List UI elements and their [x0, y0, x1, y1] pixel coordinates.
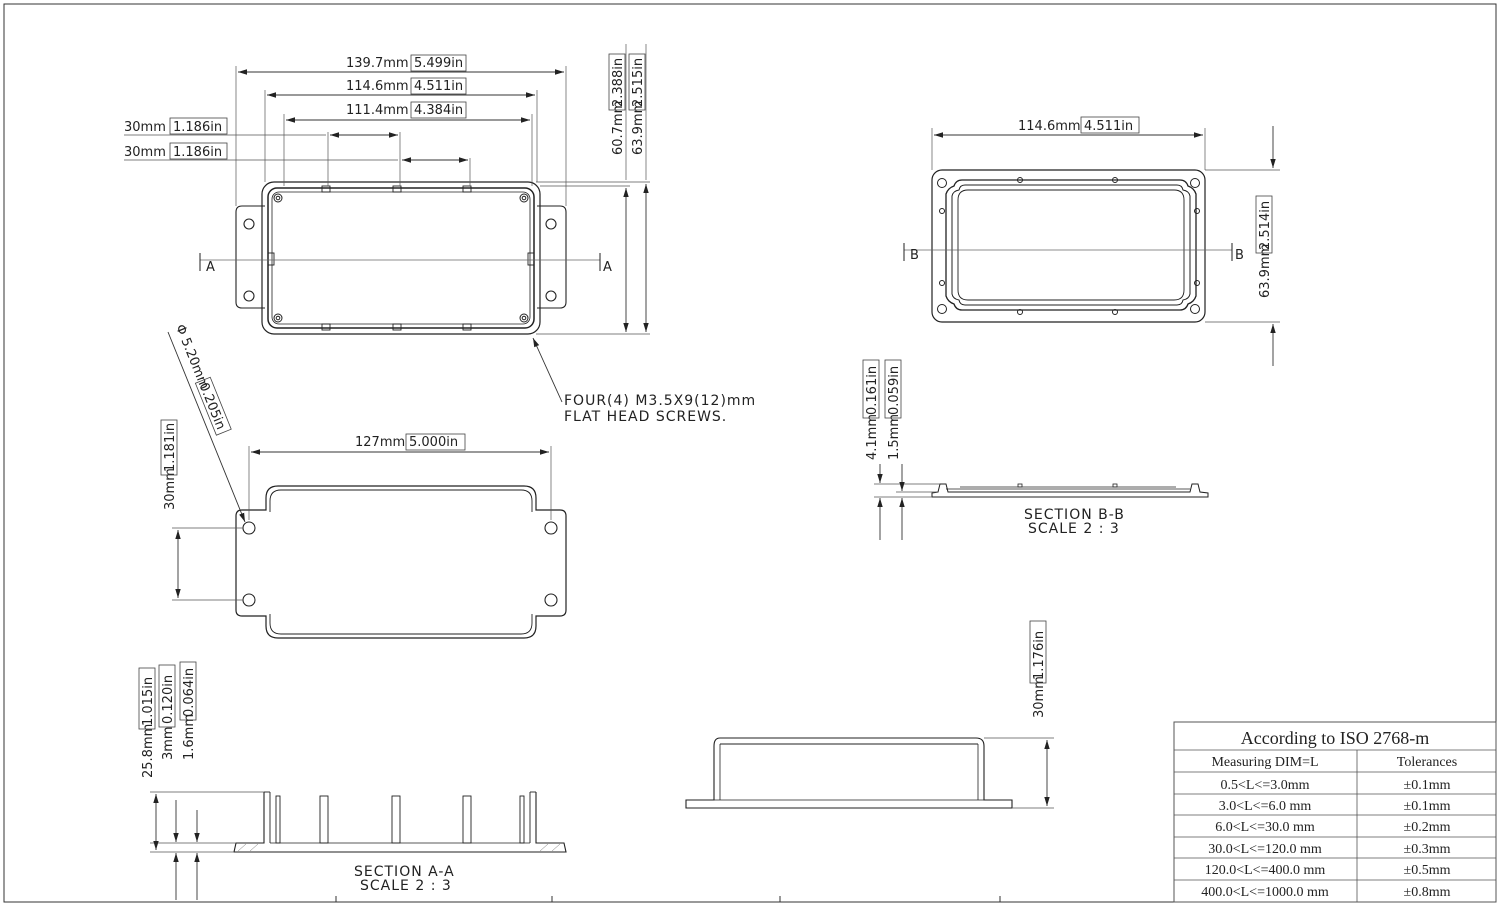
tolerance-header-dim: Measuring DIM=L — [1211, 755, 1318, 770]
dim-section-a-height-in: 1.015in — [141, 677, 156, 726]
dim-section-b-height-in: 0.161in — [865, 366, 880, 415]
dim-side-height-mm: 30mm — [1032, 676, 1047, 718]
dim-section-b-thickness-mm: 1.5mm — [887, 414, 902, 460]
dim-inner-in: 4.384in — [414, 103, 463, 118]
section-b-scale: SCALE 2 : 3 — [1028, 521, 1120, 537]
tolerance-row-value: ±0.1mm — [1404, 799, 1451, 814]
section-marker-a-left: A — [206, 260, 215, 275]
tolerance-row-value: ±0.2mm — [1404, 820, 1451, 835]
dim-lid-height-in: 2.514in — [1258, 201, 1273, 250]
dim-rib1-mm: 30mm — [124, 120, 166, 135]
tolerance-row-value: ±0.8mm — [1404, 885, 1451, 900]
dim-height-outer-mm: 63.9mm — [631, 101, 646, 155]
tolerance-row-value: ±0.5mm — [1404, 863, 1451, 878]
dim-section-a-wall-in: 0.120in — [161, 675, 176, 724]
dim-height-inner-in: 2.388in — [611, 58, 626, 107]
dim-hole-spacing-x-in: 5.000in — [409, 435, 458, 450]
screw-note-line1: FOUR(4) M3.5X9(12)mm — [564, 393, 756, 409]
dim-hole-diameter-in: 0.205in — [196, 381, 228, 432]
section-marker-b-left: B — [910, 248, 919, 263]
dim-body-in: 4.511in — [414, 79, 463, 94]
section-marker-a-right: A — [603, 260, 612, 275]
section-b-b: 4.1mm 0.161in 1.5mm 0.059in SECTION B-B … — [862, 359, 1209, 540]
tolerance-row-range: 6.0<L<=30.0 mm — [1215, 820, 1315, 835]
tolerance-header-tol: Tolerances — [1397, 755, 1457, 770]
section-a-a: 25.8mm 1.015in 3mm 0.120in 1.6mm 0.064in… — [138, 661, 567, 900]
dim-height-outer-in: 2.515in — [631, 58, 646, 107]
sheet-border — [3, 3, 1497, 903]
dim-section-a-height-mm: 25.8mm — [141, 724, 156, 778]
dim-hole-spacing-y-mm: 30mm — [163, 468, 178, 510]
dim-section-a-flange-mm: 1.6mm — [182, 714, 197, 760]
tolerance-row-range: 400.0<L<=1000.0 mm — [1201, 885, 1329, 900]
dim-section-a-flange-in: 0.064in — [182, 668, 197, 717]
section-a-title: SECTION A-A — [354, 864, 455, 880]
tolerance-row-range: 3.0<L<=6.0 mm — [1219, 799, 1312, 814]
dim-hole-spacing-y-in: 1.181in — [163, 423, 178, 472]
dim-overall-in: 5.499in — [414, 56, 463, 71]
tolerance-row-range: 120.0<L<=400.0 mm — [1205, 863, 1326, 878]
dim-section-b-height-mm: 4.1mm — [865, 414, 880, 460]
dim-rib1-in: 1.186in — [173, 120, 222, 135]
dim-hole-spacing-x-mm: 127mm — [355, 435, 405, 450]
dim-side-height-in: 1.176in — [1032, 631, 1047, 680]
tolerance-row-value: ±0.1mm — [1404, 778, 1451, 793]
dim-section-b-thickness-in: 0.059in — [887, 366, 902, 415]
dim-inner-mm: 111.4mm — [346, 103, 409, 118]
dim-lid-width-in: 4.511in — [1084, 119, 1133, 134]
side-view: 30mm 1.176in — [685, 620, 1054, 809]
dim-section-a-wall-mm: 3mm — [161, 726, 176, 760]
dim-body-mm: 114.6mm — [346, 79, 409, 94]
dim-lid-width-mm: 114.6mm — [1018, 119, 1081, 134]
dim-overall-mm: 139.7mm — [346, 56, 409, 71]
lid-view: B B 114.6mm 4.511in 63.9mm 2.514in — [903, 116, 1280, 366]
dim-rib2-in: 1.186in — [173, 145, 222, 160]
dim-height-inner-mm: 60.7mm — [611, 101, 626, 155]
border-ticks — [335, 896, 1001, 902]
tolerance-row-range: 0.5<L<=3.0mm — [1220, 778, 1309, 793]
bottom-view: 127mm 5.000in 30mm 1.181in Φ 5.20mm 0.20… — [160, 322, 567, 639]
top-view: A A 139.7mm 5.499in 114.6mm 4.511in — [124, 44, 756, 425]
dim-rib2-mm: 30mm — [124, 145, 166, 160]
screw-note-line2: FLAT HEAD SCREWS. — [564, 409, 727, 425]
dim-lid-height-mm: 63.9mm — [1258, 244, 1273, 298]
tolerance-row-value: ±0.3mm — [1404, 842, 1451, 857]
tolerance-table-title: According to ISO 2768-m — [1241, 728, 1429, 748]
section-marker-b-right: B — [1235, 248, 1244, 263]
tolerance-table: According to ISO 2768-m Measuring DIM=L … — [1173, 721, 1497, 903]
section-a-scale: SCALE 2 : 3 — [360, 878, 452, 894]
section-b-title: SECTION B-B — [1024, 507, 1125, 523]
tolerance-row-range: 30.0<L<=120.0 mm — [1208, 842, 1322, 857]
